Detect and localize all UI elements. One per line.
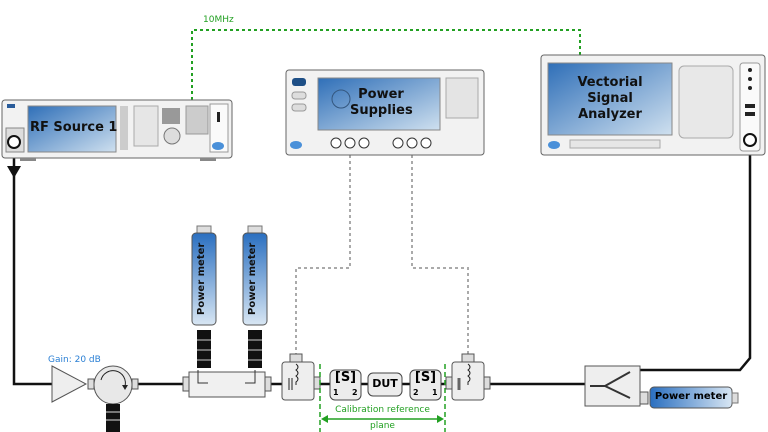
power-supplies-label: Power Supplies — [350, 87, 413, 118]
s-param-box-right — [409, 369, 442, 401]
power-meter-1-label: Power meter — [196, 242, 207, 316]
s-right-port-a: 2 — [413, 388, 419, 397]
power-meter-2-label: Power meter — [247, 242, 258, 316]
power-sensor-connectors — [197, 330, 262, 368]
dut-box — [367, 372, 403, 397]
s-param-box-left — [329, 369, 362, 401]
bias-tee-right-icon — [445, 353, 491, 401]
rf-source-instrument[interactable] — [1, 99, 233, 161]
rf-source-label: RF Source 1 — [30, 120, 118, 135]
rf-input-port-icon[interactable] — [743, 133, 757, 147]
dut-label: DUT — [372, 377, 398, 390]
arrow-down-icon — [7, 166, 21, 178]
s-right-port-b: 1 — [432, 388, 438, 397]
s-left-label: [S] — [334, 370, 357, 385]
amplifier-gain-label: Gain: 20 dB — [48, 355, 101, 365]
rotary-knob-icon[interactable] — [163, 127, 181, 145]
bias-tee-left-icon — [281, 353, 321, 401]
power-meter-1[interactable] — [191, 225, 217, 326]
bias-cable-right — [411, 155, 469, 356]
power-supplies-instrument[interactable] — [285, 69, 485, 156]
amplifier-icon — [51, 365, 88, 403]
analyzer-label: Vectorial Signal Analyzer — [577, 75, 643, 122]
power-meter-3[interactable] — [649, 386, 739, 409]
power-meter-2[interactable] — [242, 225, 268, 326]
calibration-label-line2: plane — [370, 421, 395, 431]
reference-clock-label: 10MHz — [203, 15, 234, 25]
rf-output-port-icon[interactable] — [7, 135, 21, 149]
circulator-icon — [87, 365, 139, 432]
s-right-label: [S] — [414, 370, 437, 385]
s-left-port-a: 1 — [333, 388, 339, 397]
s-left-port-b: 2 — [352, 388, 358, 397]
rf-cable-analyzer — [640, 150, 752, 372]
directional-coupler-icon — [182, 370, 272, 398]
calibration-label-line1: Calibration reference — [335, 405, 430, 415]
power-meter-3-label: Power meter — [654, 391, 728, 402]
signal-analyzer-instrument[interactable] — [540, 54, 766, 156]
reference-clock-cable — [191, 29, 581, 100]
rf-cable-source — [12, 150, 52, 386]
power-splitter-icon — [584, 365, 649, 407]
bias-cable-left — [295, 155, 351, 356]
